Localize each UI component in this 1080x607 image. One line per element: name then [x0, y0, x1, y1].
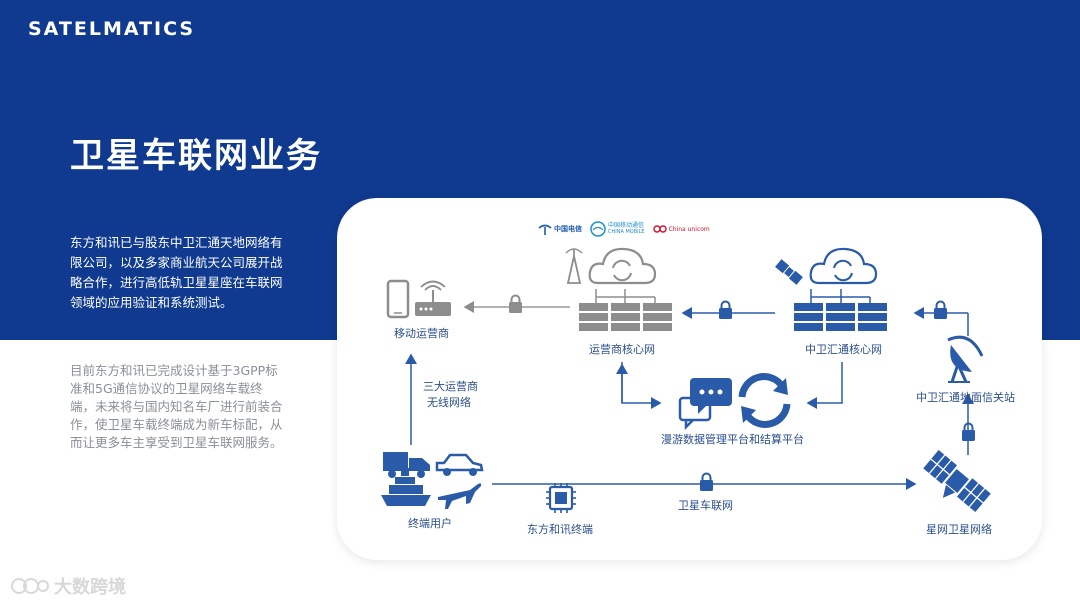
- carrier-logos: 中国电信 中国移动通信 CHINA MOBILE China unicom: [538, 221, 710, 237]
- three-operators-label-line1: 三大运营商: [423, 380, 478, 393]
- china-mobile-logo: 中国移动通信 CHINA MOBILE: [590, 221, 645, 237]
- watermark: 大数跨境: [10, 573, 126, 599]
- telecom-icon: [538, 224, 552, 235]
- lock-icon: [719, 300, 732, 319]
- sync-arrows-icon: [738, 373, 791, 428]
- server-rack-icon: [794, 289, 887, 331]
- lock-icon: [934, 300, 947, 319]
- airplane-icon: [438, 483, 482, 509]
- watermark-logo-icon: [11, 578, 49, 594]
- intro-paragraph: 东方和讯已与股东中卫汇通天地网络有限公司，以及多家商业航天公司展开战略合作，进行…: [70, 235, 283, 310]
- small-satellite-icon: [775, 259, 803, 285]
- cloud-sync-icon: [588, 247, 657, 285]
- company-logo: SATELMATICS: [28, 18, 196, 40]
- mobile-operator-label: 移动运营商: [394, 327, 449, 340]
- china-unicom-logo: China unicom: [652, 223, 710, 235]
- smartphone-icon: [386, 279, 410, 319]
- truck-icon: [383, 452, 430, 478]
- cloud-sync-icon: [809, 247, 878, 285]
- server-rack-icon: [579, 289, 672, 331]
- satellite-iov-label: 卫星车联网: [678, 499, 733, 512]
- satellite-icon: [923, 449, 991, 513]
- cell-tower-icon: [565, 248, 583, 284]
- detail-paragraph: 目前东方和讯已完成设计基于3GPP标准和5G通信协议的卫星网络车载终端，未来将与…: [70, 363, 283, 450]
- satellite-dish-icon: [947, 335, 984, 383]
- zhongwei-core-label: 中卫汇通核心网: [805, 343, 882, 356]
- lock-icon: [700, 472, 713, 491]
- operator-core-label: 运营商核心网: [589, 343, 655, 356]
- operator-to-roaming-line: [616, 362, 662, 409]
- roaming-platform-label: 漫游数据管理平台和结算平台: [661, 433, 804, 446]
- ground-station-label: 中卫汇通地面信关站: [916, 391, 1015, 404]
- page-title: 卫星车联网业务: [70, 136, 322, 176]
- unicom-knot-icon: [652, 225, 667, 233]
- ship-icon: [381, 471, 431, 506]
- zhongwei-to-roaming-line: [806, 362, 843, 409]
- chip-icon: [546, 483, 576, 513]
- car-icon: [435, 453, 484, 476]
- lock-icon: [509, 294, 522, 313]
- terminal-users-label: 终端用户: [408, 517, 452, 530]
- mobile-icon: [590, 221, 606, 237]
- lock-icon: [962, 422, 975, 441]
- three-operators-label-line2: 无线网络: [427, 396, 471, 409]
- dfhx-terminal-label: 东方和讯终端: [527, 523, 593, 536]
- star-network-label: 星网卫星网络: [926, 523, 992, 536]
- chat-bubbles-icon: [678, 378, 732, 431]
- china-telecom-logo: 中国电信: [538, 223, 582, 235]
- router-icon: [415, 280, 451, 316]
